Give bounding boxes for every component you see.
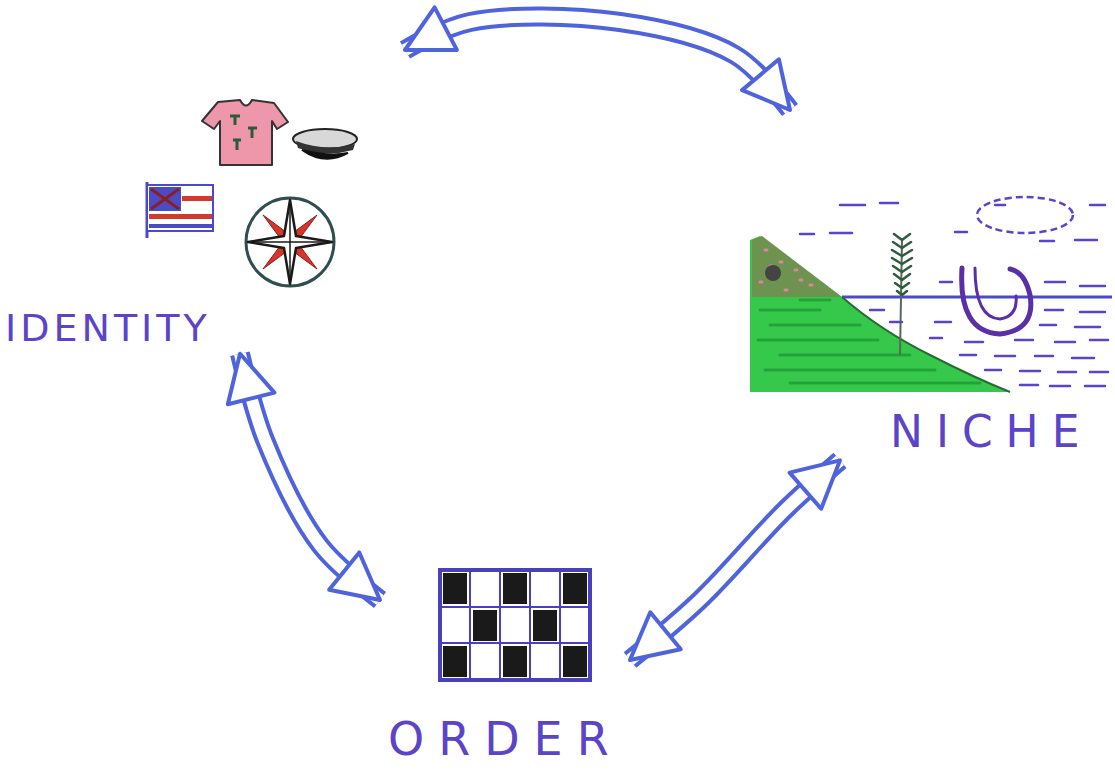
concept-node: NICHE bbox=[745, 110, 1110, 460]
landscape bbox=[750, 197, 1112, 392]
board-cell bbox=[503, 573, 527, 604]
board-cell bbox=[443, 646, 467, 677]
board-cell bbox=[563, 646, 587, 677]
arrow-head bbox=[405, 7, 457, 50]
board-frame bbox=[440, 570, 590, 680]
compass-lines bbox=[250, 202, 330, 282]
compass-cardinals bbox=[248, 200, 332, 284]
land bbox=[750, 236, 1010, 392]
cap-visor bbox=[302, 150, 348, 159]
cap-icon bbox=[293, 129, 357, 159]
double-arrow bbox=[405, 7, 790, 110]
label-stack: ORDER bbox=[388, 714, 623, 765]
arrow-outline bbox=[405, 17, 790, 110]
shirt-print bbox=[230, 116, 257, 150]
land-hatching bbox=[758, 300, 980, 383]
cave bbox=[765, 265, 781, 281]
arrow-head bbox=[329, 552, 380, 600]
cloud bbox=[977, 197, 1073, 233]
arrow-head bbox=[790, 460, 840, 508]
flag-canton bbox=[149, 187, 181, 211]
double-arrow bbox=[630, 460, 840, 660]
sky-dashes bbox=[800, 203, 1105, 241]
arrow-hollow bbox=[630, 460, 840, 660]
arrow-outline bbox=[630, 460, 840, 660]
tree-leaves bbox=[892, 234, 912, 295]
board-grid bbox=[440, 570, 590, 680]
board-cell bbox=[473, 610, 497, 641]
concept-node: ORDER bbox=[380, 560, 630, 769]
checkerboard bbox=[440, 570, 590, 680]
compass-icon bbox=[246, 198, 334, 286]
concept-label: NICHE bbox=[890, 408, 1093, 456]
flag-cross bbox=[151, 189, 179, 209]
flag-stripe bbox=[149, 214, 212, 219]
arrow-hollow bbox=[405, 17, 790, 110]
arrow-head bbox=[228, 354, 275, 404]
concept-label: ORDER bbox=[388, 714, 623, 765]
shirt-icon bbox=[202, 100, 288, 165]
label-stack: IDENTITY bbox=[5, 308, 211, 350]
water-dashes bbox=[870, 282, 1108, 386]
arrow-head bbox=[742, 59, 790, 110]
flag-icon bbox=[147, 182, 213, 238]
shirt-body bbox=[202, 100, 288, 165]
breakwater-inner bbox=[975, 268, 1016, 319]
board-cell bbox=[503, 646, 527, 677]
arrow-head bbox=[630, 612, 681, 660]
concept-node: IDENTITY bbox=[5, 40, 405, 354]
breakwater bbox=[962, 268, 1031, 334]
compass-ring bbox=[246, 198, 334, 286]
flag-stripe bbox=[149, 224, 212, 228]
hill-dots bbox=[760, 250, 812, 290]
label-stack: NICHE bbox=[890, 408, 1093, 456]
concept-label: IDENTITY bbox=[5, 308, 211, 350]
hill bbox=[752, 236, 842, 297]
flag-stripe bbox=[182, 196, 212, 201]
double-arrow bbox=[228, 354, 380, 600]
tree-stem bbox=[900, 240, 902, 355]
board-cell bbox=[563, 573, 587, 604]
flag-field bbox=[147, 185, 213, 231]
board-cell bbox=[443, 573, 467, 604]
board-cell bbox=[533, 610, 557, 641]
